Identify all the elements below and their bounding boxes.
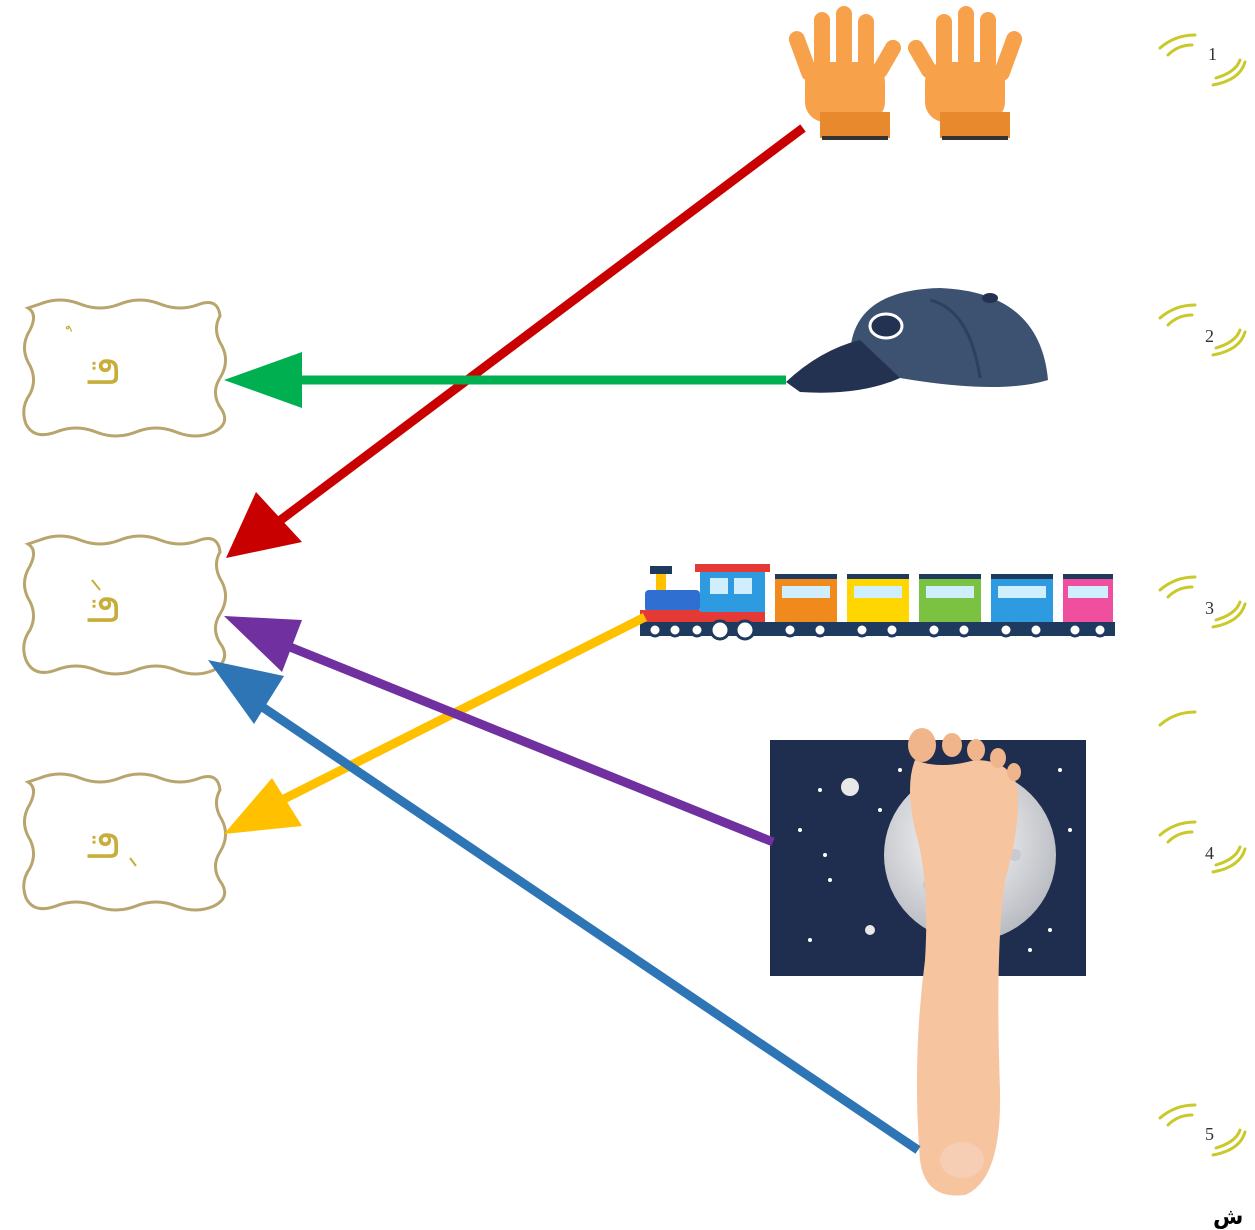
bottom-mark: ش bbox=[1213, 1205, 1244, 1230]
item-number-1: 1 bbox=[1208, 44, 1217, 64]
sound-icon[interactable] bbox=[1158, 303, 1247, 357]
arrow-purple bbox=[224, 616, 775, 847]
cap-picture[interactable] bbox=[786, 288, 1048, 393]
item-number-5: 5 bbox=[1205, 1124, 1214, 1144]
answer-frame-fatha[interactable]: قا bbox=[22, 534, 227, 676]
matching-arrows bbox=[208, 124, 921, 1154]
sound-icon[interactable] bbox=[1158, 710, 1197, 727]
item-number-4: 4 bbox=[1205, 843, 1214, 863]
answer-frame-kasra[interactable]: قا bbox=[22, 772, 227, 912]
item-number-3: 3 bbox=[1205, 598, 1214, 618]
answer-frame-dammah[interactable]: قا ُ bbox=[22, 298, 227, 438]
train-picture[interactable] bbox=[640, 564, 1115, 641]
kasra-mark bbox=[129, 857, 137, 867]
arrow-green bbox=[224, 352, 786, 408]
arrow-yellow bbox=[224, 612, 648, 834]
frame-letter-3: قا bbox=[82, 830, 128, 861]
arrow-red bbox=[226, 124, 806, 558]
foot-picture[interactable] bbox=[908, 728, 1021, 1196]
gloves-picture[interactable] bbox=[787, 6, 1025, 140]
fatha-mark bbox=[91, 579, 101, 591]
sound-icon[interactable] bbox=[1158, 33, 1247, 87]
arrow-blue bbox=[208, 660, 921, 1154]
item-number-2: 2 bbox=[1205, 326, 1214, 346]
sound-icon[interactable] bbox=[1158, 575, 1247, 629]
frame-letter-1: قا bbox=[82, 356, 128, 387]
sound-icon[interactable] bbox=[1150, 1100, 1255, 1170]
frame-letter-2: قا bbox=[82, 594, 128, 625]
sound-icon[interactable] bbox=[1158, 820, 1247, 874]
